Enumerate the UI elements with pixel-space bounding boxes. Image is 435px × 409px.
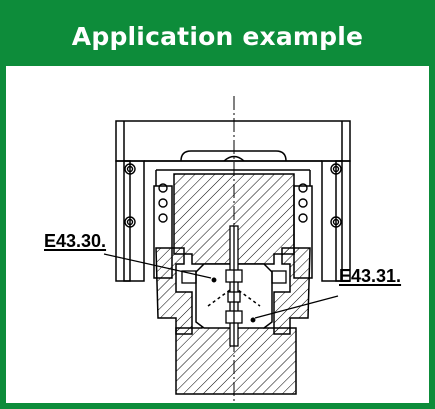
bolt-holes bbox=[124, 163, 342, 228]
technical-drawing bbox=[103, 96, 351, 402]
small-bores bbox=[181, 270, 287, 323]
header-bar: Application example bbox=[6, 6, 429, 66]
leader-lines bbox=[103, 253, 339, 319]
left-jaw bbox=[155, 247, 193, 335]
page-title: Application example bbox=[71, 21, 364, 51]
callout-e43-31: E43.31. bbox=[339, 266, 402, 286]
callout-e43-30: E43.30. bbox=[44, 231, 107, 251]
right-jaw bbox=[273, 247, 311, 335]
